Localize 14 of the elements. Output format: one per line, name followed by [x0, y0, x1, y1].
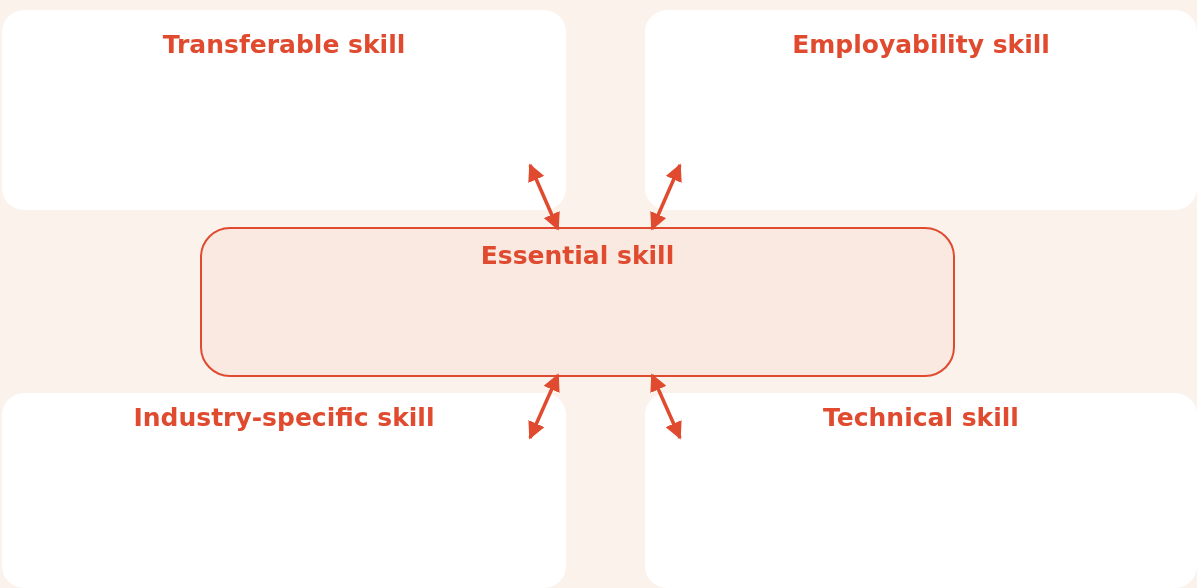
double-arrow — [528, 373, 560, 440]
category-card — [645, 10, 1197, 210]
card-heading: Industry-specific skill — [133, 403, 435, 432]
card-heading: Technical skill — [823, 403, 1019, 432]
central-box — [200, 227, 955, 377]
category-card — [645, 393, 1197, 588]
card-heading: Essential skill — [480, 241, 675, 270]
category-card — [2, 10, 566, 210]
card-heading: Employability skill — [792, 30, 1050, 59]
card-heading: Transferable skill — [162, 30, 406, 59]
double-arrow — [650, 373, 682, 440]
double-arrow — [528, 163, 560, 231]
category-card — [2, 393, 566, 588]
double-arrow — [650, 163, 682, 231]
